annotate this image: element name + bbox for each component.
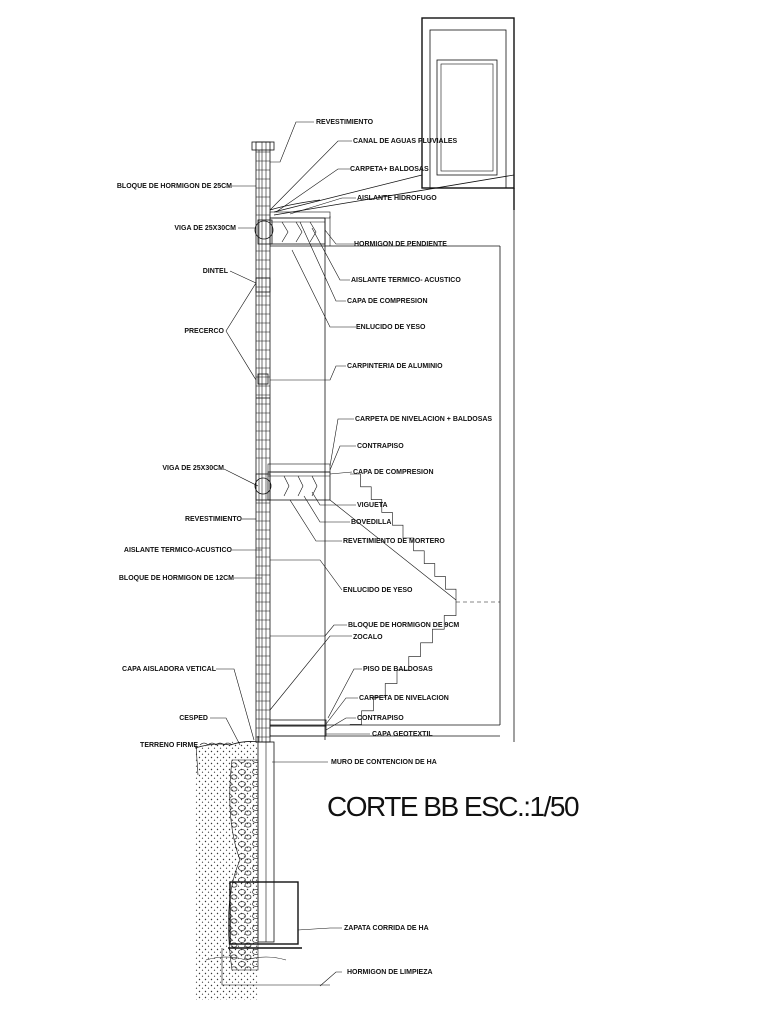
label-bovedilla: BOVEDILLA bbox=[351, 519, 391, 526]
label-contrapiso-mid: CONTRAPISO bbox=[357, 443, 404, 450]
label-cesped: CESPED bbox=[179, 715, 208, 722]
label-carpeta-baldosas: CARPETA+ BALDOSAS bbox=[350, 166, 429, 173]
room-outline bbox=[270, 216, 501, 740]
label-enlucido-mid: ENLUCIDO DE YESO bbox=[343, 587, 413, 594]
label-revestimiento-left: REVESTIMIENTO bbox=[185, 516, 243, 523]
label-contrapiso-low: CONTRAPISO bbox=[357, 715, 404, 722]
label-bloque-12: BLOQUE DE HORMIGON DE 12CM bbox=[119, 575, 234, 582]
staircase bbox=[329, 473, 500, 725]
label-muro: MURO DE CONTENCION DE HA bbox=[331, 759, 437, 766]
label-capa-compresion-top: CAPA DE COMPRESION bbox=[347, 298, 428, 305]
drawing-title: CORTE BB ESC.:1/50 bbox=[327, 791, 579, 822]
label-aislante-left: AISLANTE TERMICO-ACUSTICO bbox=[124, 547, 233, 554]
label-aislante-hidrofugo: AISLANTE HIDROFUGO bbox=[357, 195, 437, 202]
label-terreno: TERRENO FIRME bbox=[140, 742, 198, 749]
label-revestimiento-mortero: REVETIMIENTO DE MORTERO bbox=[343, 538, 445, 545]
label-carpeta-nivelacion-baldosas: CARPETA DE NIVELACION + BALDOSAS bbox=[355, 416, 492, 423]
label-enlucido-top: ENLUCIDO DE YESO bbox=[356, 324, 426, 331]
label-bloque-9: BLOQUE DE HORMIGON DE 9CM bbox=[348, 622, 459, 629]
label-carpeta-nivelacion: CARPETA DE NIVELACION bbox=[359, 695, 449, 702]
foundation bbox=[194, 736, 330, 1000]
label-capa-compresion-mid: CAPA DE COMPRESION bbox=[353, 469, 434, 476]
leader-lines bbox=[195, 121, 370, 987]
label-canal: CANAL DE AGUAS PLUVIALES bbox=[353, 138, 458, 145]
label-hormigon-pendiente: HORMIGON DE PENDIENTE bbox=[354, 241, 447, 248]
label-zapata: ZAPATA CORRIDA DE HA bbox=[344, 925, 429, 932]
wall-block-joints bbox=[256, 151, 270, 738]
upper-window-frame bbox=[273, 17, 515, 742]
label-capa-aisladora: CAPA AISLADORA VETICAL bbox=[122, 666, 217, 673]
window-opening bbox=[255, 277, 271, 399]
label-vigueta: VIGUETA bbox=[357, 502, 388, 509]
label-piso-baldosas: PISO DE BALDOSAS bbox=[363, 666, 433, 673]
label-viga-top: VIGA DE 25X30CM bbox=[174, 225, 236, 232]
label-viga-mid: VIGA DE 25X30CM bbox=[162, 465, 224, 472]
mid-slab bbox=[254, 463, 331, 501]
label-limpieza: HORMIGON DE LIMPIEZA bbox=[347, 969, 433, 976]
label-bloque-25: BLOQUE DE HORMIGON DE 25CM bbox=[117, 183, 232, 190]
label-precerco: PRECERCO bbox=[184, 328, 224, 335]
label-capa-geotextil: CAPA GEOTEXTIL bbox=[372, 731, 433, 738]
label-revestimiento-top: REVESTIMIENTO bbox=[316, 119, 374, 126]
label-aislante-termico-top: AISLANTE TERMICO- ACUSTICO bbox=[351, 277, 461, 284]
ground-floor bbox=[269, 719, 500, 737]
label-zocalo: ZOCALO bbox=[353, 634, 383, 641]
label-carpinteria: CARPINTERIA DE ALUMINIO bbox=[347, 363, 443, 370]
label-dintel: DINTEL bbox=[203, 268, 229, 275]
roof-slab bbox=[251, 141, 331, 245]
